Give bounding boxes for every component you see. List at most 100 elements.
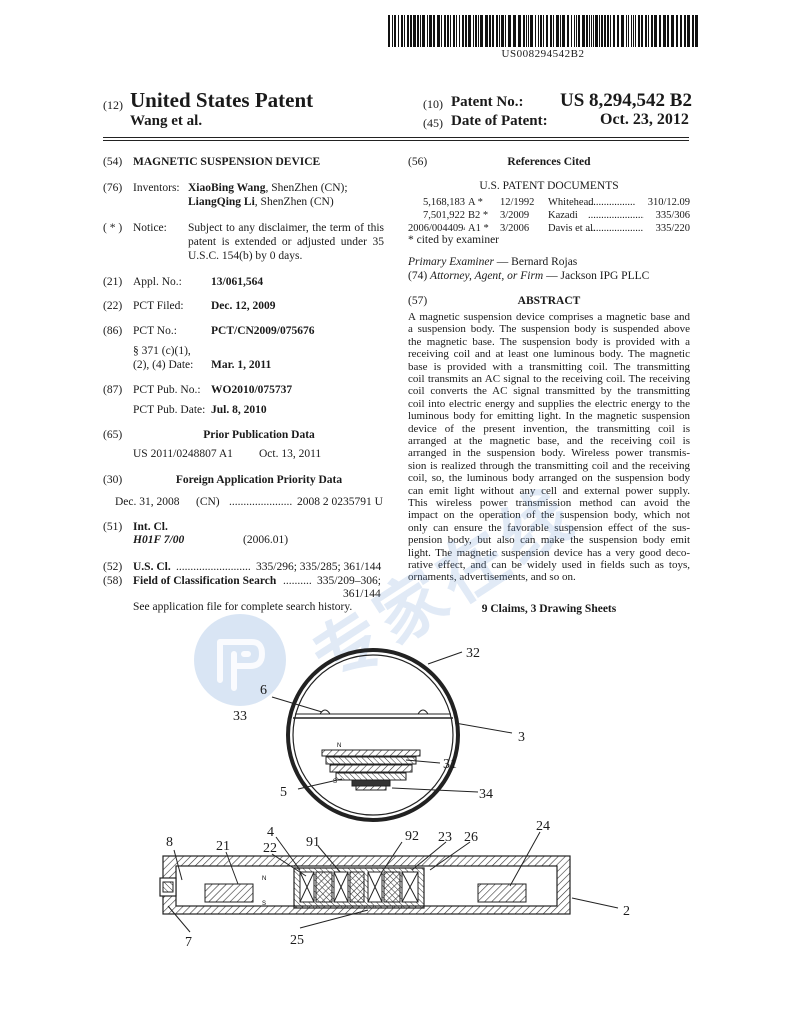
refs-heading: References Cited	[507, 156, 591, 168]
pole-s-label: S	[333, 779, 337, 785]
barcode-bar	[593, 15, 594, 47]
notice-line-1: Subject to any disclaimer, the term of t…	[188, 222, 384, 234]
reference-name: Davis et al.	[548, 223, 596, 234]
int-cl-class: H01F 7/00	[133, 534, 185, 546]
reference-num: 7,501,922	[423, 210, 465, 221]
barcode-bar	[610, 15, 611, 47]
barcode-bar	[607, 15, 609, 47]
abstract-line: light. The magnetic suspension device ha…	[408, 546, 690, 559]
s371-value: Mar. 1, 2011	[211, 359, 272, 371]
barcode-bar	[571, 15, 572, 47]
inventors-code: (76)	[103, 182, 123, 194]
barcode-bar	[526, 15, 527, 47]
barcode-bar	[543, 15, 544, 47]
barcode-bar	[586, 15, 588, 47]
inventor-2-loc: , ShenZhen (CN)	[254, 196, 334, 208]
attorney-code: (74)	[408, 270, 428, 282]
field-label: Field of Classification Search	[133, 575, 277, 587]
watermark-logo	[194, 614, 286, 706]
refs-subheading: U.S. PATENT DOCUMENTS	[479, 180, 619, 192]
pct-filed-value: Dec. 12, 2009	[211, 300, 276, 312]
attorney-name: Jackson IPG PLLC	[560, 270, 650, 282]
reference-cls: 335/306	[655, 210, 690, 221]
barcode-bar	[459, 15, 460, 47]
barcode-bar	[659, 15, 661, 47]
doc-type-title: United States Patent	[130, 88, 314, 112]
base-pole-s-label: S	[262, 901, 266, 907]
barcode-bar	[447, 15, 449, 47]
field-value-1: 335/209–306;	[317, 575, 381, 587]
barcode-bar	[628, 15, 629, 47]
date-value: Oct. 23, 2012	[600, 111, 689, 128]
barcode-bar	[538, 15, 539, 47]
reference-num: 2006/0044094	[408, 223, 465, 234]
abstract-line: coil, so, the luminous body arranged on …	[408, 472, 690, 485]
abstract-line: This wireless power transmission method …	[408, 497, 690, 509]
barcode-bar	[576, 15, 577, 47]
reference-dots: .....................	[588, 223, 644, 234]
examiner-dash: —	[493, 256, 512, 268]
label-23: 23	[438, 830, 452, 845]
patent-figure: N S 32 6 33 3 31 5 34	[159, 646, 630, 950]
barcode-bar	[388, 15, 390, 47]
abstract-line: sion is realized through the transmittin…	[408, 459, 690, 472]
s371-line-1: § 371 (c)(1),	[133, 345, 191, 357]
barcode-bar	[496, 15, 498, 47]
prior-pub-date: Oct. 13, 2011	[259, 448, 322, 460]
label-34: 34	[479, 787, 493, 802]
reference-num: 5,168,183	[423, 197, 465, 208]
label-92: 92	[405, 829, 419, 844]
abstract-line: impact on the operation of the suspensio…	[408, 509, 690, 522]
barcode-bar	[468, 15, 471, 47]
barcode-bar	[508, 15, 511, 47]
attorney-label: Attorney, Agent, or Firm	[430, 270, 544, 282]
reference-kind: A1 *	[468, 223, 489, 234]
pct-no-value: PCT/CN2009/075676	[211, 325, 315, 337]
attorney-dash: —	[543, 270, 561, 282]
barcode-bar	[676, 15, 678, 47]
inventor-short: Wang et al.	[130, 113, 203, 129]
barcode-bar	[633, 15, 634, 47]
luminous-body-right	[417, 709, 429, 715]
reference-cls: 310/12.09	[647, 197, 690, 208]
barcode-bar	[562, 15, 565, 47]
inventor-1: XiaoBing Wang, ShenZhen (CN);	[188, 182, 348, 196]
barcode-bar	[613, 15, 615, 47]
barcode-bar	[453, 15, 455, 47]
barcode-bar	[692, 15, 694, 47]
int-cl-year: (2006.01)	[243, 534, 289, 546]
pct-no-code: (86)	[103, 325, 123, 337]
barcode-bar	[567, 15, 569, 47]
foreign-number: 2008 2 0235791 U	[297, 496, 383, 508]
barcode-bar	[648, 15, 649, 47]
primary-examiner: Primary Examiner — Bernard Rojas	[408, 256, 577, 270]
barcode-bar	[422, 15, 425, 47]
abstract-line: coil converts the AC signal transmitted …	[408, 385, 690, 398]
patent-no-code: (10)	[423, 97, 443, 111]
barcode-number: US008294542B2	[501, 48, 585, 60]
pct-pub-no-code: (87)	[103, 384, 123, 396]
barcode-bar	[604, 15, 606, 47]
abstract-line: can emit light without any cell and exte…	[408, 484, 690, 497]
barcode-bar	[556, 15, 559, 47]
barcode-bar	[574, 15, 575, 47]
barcode-bar	[645, 15, 647, 47]
base-magnet-left	[204, 883, 254, 903]
abstract-line: pension body, but also can make the susp…	[408, 534, 690, 547]
barcode-bar	[429, 15, 432, 47]
foreign-country: (CN)	[196, 496, 220, 508]
abstract-line: only can ensure the favorable suspension…	[408, 521, 690, 534]
figure-sphere-view: N S 32 6 33 3 31 5 34	[233, 646, 525, 822]
barcode-bar	[401, 15, 403, 47]
reference-dots: ............................	[588, 210, 644, 221]
inventor-1-loc: , ShenZhen (CN);	[265, 182, 348, 194]
abstract-line: rative effect, and can be widely used in…	[408, 559, 690, 571]
barcode-bar	[528, 15, 529, 47]
label-4: 4	[267, 825, 274, 840]
barcode-bar	[638, 15, 640, 47]
label-22: 22	[263, 841, 277, 856]
receiving-coil-top	[321, 749, 421, 757]
magnet-34	[351, 779, 391, 787]
foreign-code: (30)	[103, 474, 123, 486]
barcode-bar	[591, 15, 592, 47]
